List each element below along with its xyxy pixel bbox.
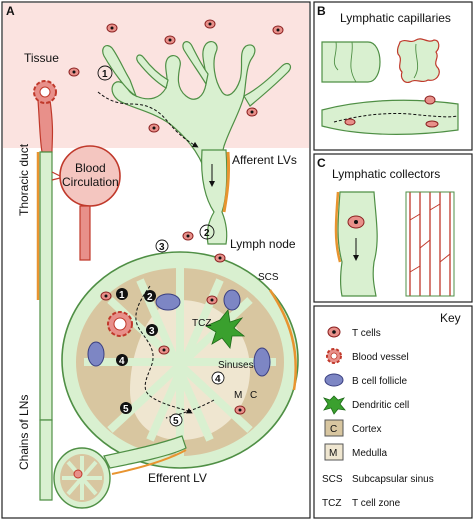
step-1-open-ring: [97, 65, 113, 81]
svg-text:1: 1: [119, 290, 125, 301]
cortex-c-label: C: [250, 390, 257, 401]
svg-text:Blood vessel: Blood vessel: [352, 352, 409, 363]
tcz-label: TCZ: [192, 318, 211, 329]
afferent-muscle-layer: [222, 151, 230, 213]
svg-text:3: 3: [159, 242, 165, 253]
downstream-lymph-node: [53, 447, 111, 509]
blood-circulation: Blood Circulation: [51, 145, 121, 261]
svg-text:T cells: T cells: [352, 328, 381, 339]
collector-vessel-green: [337, 191, 378, 297]
svg-text:C: C: [330, 424, 337, 435]
t-cell-nuclei-panel-a: [72, 22, 280, 412]
key-item-cortex: C Cortex: [324, 419, 381, 437]
svg-text:4: 4: [119, 356, 125, 367]
b-cell-follicle-4: [223, 289, 241, 311]
numbered-steps-filled: 1 2 3 4 5: [116, 288, 158, 415]
tissue-blood-vessel-lumen: [39, 86, 51, 98]
dendritic-cell-icon: [323, 395, 346, 415]
sinus-network: [84, 268, 276, 460]
step-1-open: 1: [102, 69, 108, 80]
svg-text:5: 5: [123, 404, 129, 415]
scs-abbr: SCS: [322, 474, 343, 485]
panel-c-title: Lymphatic collectors: [332, 167, 440, 181]
medulla-icon: [324, 443, 344, 461]
chains-of-lns-label: Chains of LNs: [17, 395, 31, 470]
node-blood-vessel-lumen: [113, 317, 127, 331]
circulation-to-node-vessel: [79, 205, 91, 261]
b-cell-follicle-2: [87, 341, 105, 367]
medulla-m-label: M: [234, 390, 242, 401]
blood-circulation-label-2: Circulation: [62, 175, 119, 189]
b-cell-follicle-icon: [324, 373, 344, 387]
key-item-blood-vessel: Blood vessel: [326, 348, 409, 364]
key-item-b-cell-follicle: B cell follicle: [324, 373, 407, 387]
capillary-button-junctions: [396, 38, 440, 83]
lymph-node-capsule-orange: [268, 289, 297, 391]
tcz-abbr: TCZ: [322, 498, 341, 509]
step-2-open: 2: [204, 228, 210, 239]
key-item-dendritic-cell: Dendritic cell: [323, 395, 409, 415]
thoracic-duct-label: Thoracic duct: [17, 143, 31, 216]
svg-text:Cortex: Cortex: [352, 424, 381, 435]
key-item-medulla: M Medulla: [324, 443, 387, 461]
panel-b: B Lymphatic capillaries: [313, 1, 473, 151]
svg-text:3: 3: [149, 326, 155, 337]
panel-b-letter: B: [317, 4, 326, 18]
dendritic-cell-icon-node: [205, 309, 246, 349]
svg-text:M: M: [329, 448, 337, 459]
svg-text:2: 2: [147, 292, 153, 303]
svg-text:Dendritic cell: Dendritic cell: [352, 400, 409, 411]
b-cell-follicle-1: [155, 293, 181, 311]
step-2-open-ring: [199, 224, 215, 240]
lymph-node-label: Lymph node: [230, 237, 296, 251]
thoracic-duct: [39, 151, 53, 421]
efferent-lymphatic-vessel: [103, 435, 187, 469]
node-migration-path: [135, 285, 193, 414]
tissue-label: Tissue: [24, 51, 59, 65]
scs-label: SCS: [258, 272, 279, 283]
svg-text:T cell zone: T cell zone: [352, 498, 401, 509]
node-exit-path: [165, 399, 215, 419]
key-title: Key: [440, 311, 461, 325]
svg-text:Subcapsular sinus: Subcapsular sinus: [352, 474, 434, 485]
cortex-icon: [324, 419, 344, 437]
chain-vessel: [39, 419, 53, 501]
panel-c-letter: C: [317, 156, 326, 170]
svg-text:Medulla: Medulla: [352, 448, 387, 459]
key-item-tcz: TCZ T cell zone: [322, 498, 401, 509]
lymph-node: SCS TCZ Sinuses M C 1 2 3 4: [61, 239, 299, 469]
sinuses-label: Sinuses: [218, 360, 254, 371]
svg-text:5: 5: [173, 416, 179, 427]
svg-text:B cell follicle: B cell follicle: [352, 376, 407, 387]
capillary-longitudinal-vessel: [321, 99, 459, 135]
lymphatic-capillary-tree: [102, 40, 292, 183]
afferent-lvs-label: Afferent LVs: [232, 153, 297, 167]
panel-a-letter: A: [6, 4, 15, 18]
panel-c: C Lymphatic collectors: [313, 153, 473, 303]
numbered-steps-open: 3 4 5: [155, 239, 225, 427]
b-cell-follicle-3: [253, 347, 271, 377]
panel-a: A Tissue 1 Afferent LVs 2 Lymph node Tho…: [1, 1, 311, 519]
key-item-t-cells: T cells: [327, 326, 381, 339]
efferent-orange: [111, 449, 187, 475]
efferent-lv-label: Efferent LV: [148, 471, 207, 485]
key-item-scs: SCS Subcapsular sinus: [322, 474, 434, 485]
svg-text:4: 4: [215, 374, 221, 385]
panel-b-title: Lymphatic capillaries: [340, 11, 451, 25]
collector-endothelium-red: [409, 192, 451, 296]
blood-circulation-label-1: Blood: [75, 161, 106, 175]
key-panel: Key T cells Blood vessel B cell follicle…: [313, 305, 473, 519]
